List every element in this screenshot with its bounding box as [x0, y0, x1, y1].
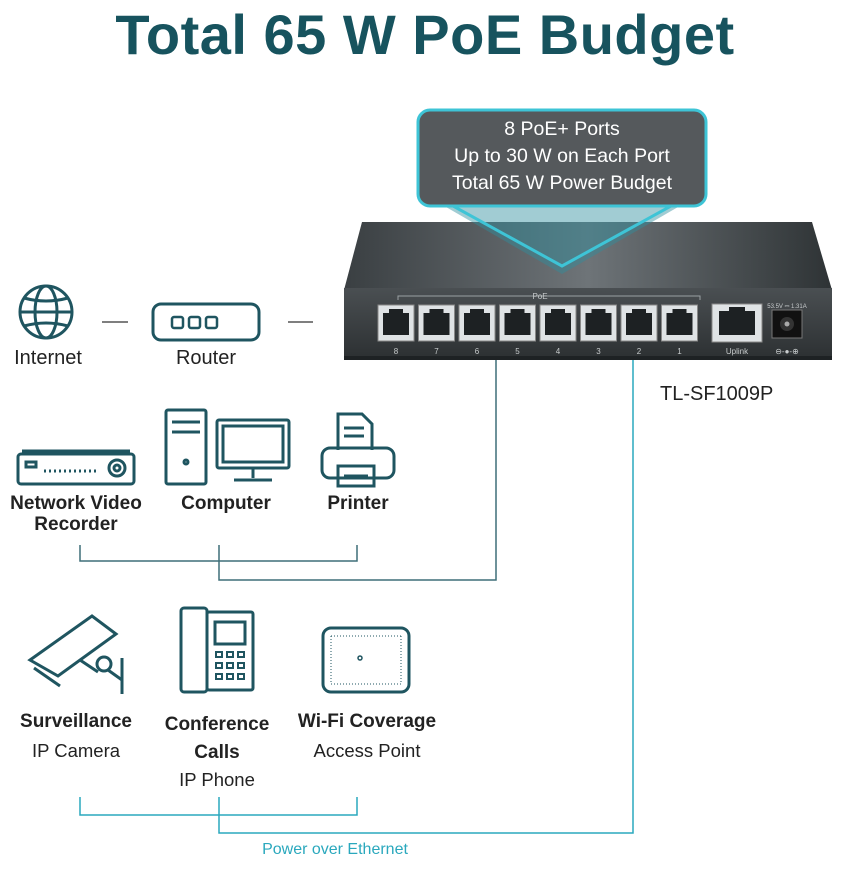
- group2-bracket: [79, 360, 634, 834]
- ethernet-port: [539, 304, 577, 342]
- callout-line-budget: Total 65 W Power Budget: [451, 172, 673, 194]
- callout-bubble: [416, 108, 708, 274]
- ethernet-port: [661, 304, 698, 342]
- port-row: 8 7 6 5 4 3 2 1: [377, 304, 698, 356]
- camera-icon: [27, 614, 124, 694]
- ip-phone-label: Conference Calls IP Phone: [164, 714, 270, 790]
- access-point-label: Wi-Fi Coverage Access Point: [297, 711, 437, 761]
- uplink-label: Uplink: [726, 347, 749, 356]
- power-rating-label: 53.5V ⎓ 1.31A: [767, 304, 806, 310]
- group1-bracket: [79, 360, 497, 581]
- router-label: Router: [175, 347, 237, 369]
- callout-line-ports: 8 PoE+ Ports: [504, 118, 620, 140]
- power-jack: [771, 309, 803, 339]
- ethernet-port: [458, 304, 496, 342]
- internet-label: Internet: [14, 347, 82, 369]
- port-number-label: 4: [556, 347, 561, 356]
- printer-label: Printer: [327, 493, 389, 514]
- ethernet-port: [377, 304, 415, 342]
- poe-group-label: PoE: [532, 292, 547, 301]
- port-number-label: 5: [515, 347, 520, 356]
- power-polarity-icon: ⊖-●-⊕: [775, 347, 799, 356]
- ip-phone-icon: [179, 606, 255, 694]
- access-point-icon: [321, 626, 411, 694]
- ethernet-port: [499, 304, 536, 342]
- port-number-label: 7: [434, 347, 439, 356]
- ethernet-port: [620, 304, 658, 342]
- uplink-port: [711, 303, 763, 343]
- poe-legend-label: Power over Ethernet: [262, 841, 408, 858]
- port-number-label: 3: [596, 347, 601, 356]
- callout-text: 8 PoE+ Ports Up to 30 W on Each Port Tot…: [420, 116, 704, 197]
- router-icon: [151, 302, 261, 342]
- port-number-label: 6: [475, 347, 480, 356]
- callout-line-per-port: Up to 30 W on Each Port: [454, 145, 670, 167]
- page-title: Total 65 W PoE Budget: [115, 3, 735, 66]
- computer-icon: [164, 408, 291, 486]
- printer-icon: [320, 412, 396, 488]
- nvr-label: Network Video Recorder: [10, 493, 142, 535]
- ethernet-port: [418, 304, 455, 342]
- switch-model-label: TL-SF1009P: [660, 383, 774, 405]
- port-number-label: 8: [394, 347, 399, 356]
- ethernet-port: [580, 304, 617, 342]
- poe-switch: 8 7 6 5 4 3 2 1: [344, 222, 832, 360]
- port-number-label: 2: [637, 347, 642, 356]
- globe-icon: [18, 284, 74, 340]
- nvr-icon: [16, 449, 136, 486]
- computer-label: Computer: [181, 493, 271, 514]
- camera-label: Surveillance IP Camera: [20, 711, 132, 761]
- port-number-label: 1: [677, 347, 682, 356]
